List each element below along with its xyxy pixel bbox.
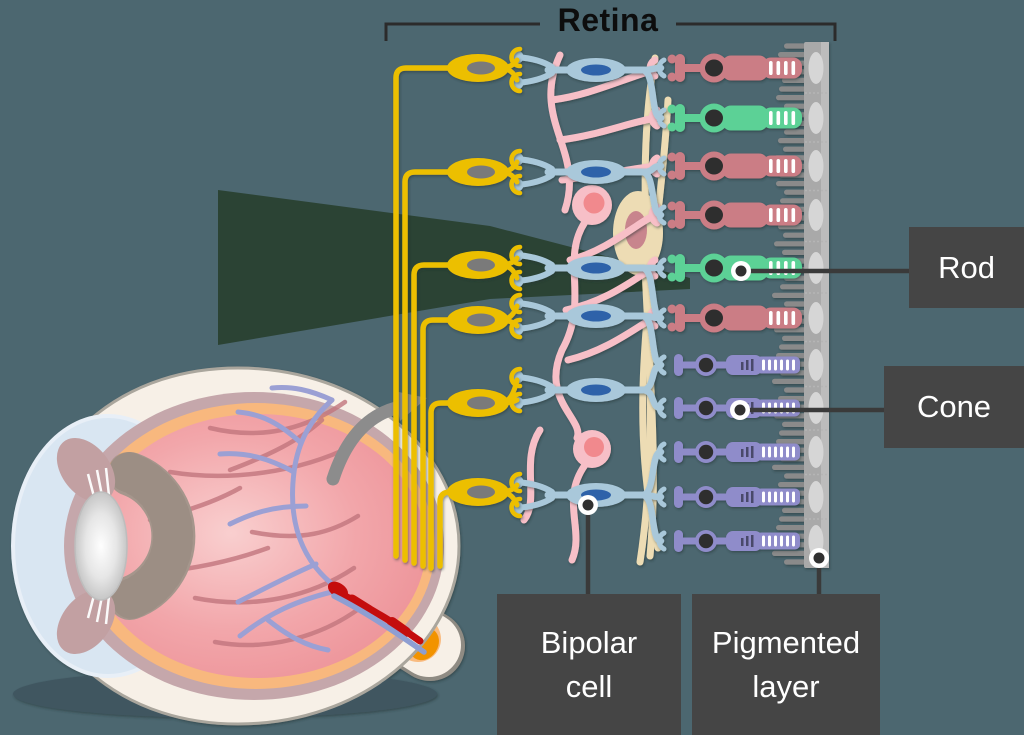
ganglion-cells [393,46,523,571]
callout-connectors [578,261,909,594]
bipolar-label-line1: Bipolar [540,624,638,660]
bipolar-cell-label-box: Bipolar cell [497,594,681,735]
bipolar-cells [510,50,667,552]
pigmented-label-line2: layer [752,668,820,704]
pigmented-layer-label-box: Pigmented layer [692,594,880,735]
ciliary-pleats [108,452,193,620]
vitreous-body [90,414,426,678]
retinal-vessels [217,385,343,653]
artery-bulge [387,617,411,637]
cone-label: Cone [916,389,992,424]
eye-cross-section-illustration [11,366,465,726]
horizontal-nucleus [583,192,605,214]
page-title: Retina [557,2,659,38]
rod-label: Rod [938,249,995,285]
pigmented-label-line1: Pigmented [711,624,861,660]
central-vein [331,593,427,655]
cone-label-box: Cone [884,366,1024,448]
central-artery [332,588,424,645]
rod-label-box: Rod [909,227,1024,308]
artery-bulge [346,594,374,616]
photoreceptor-cells [667,53,802,552]
lens [74,491,128,601]
amacrine-nucleus [584,437,604,457]
bipolar-label-line2: cell [565,668,613,704]
retina-bracket [384,22,837,41]
